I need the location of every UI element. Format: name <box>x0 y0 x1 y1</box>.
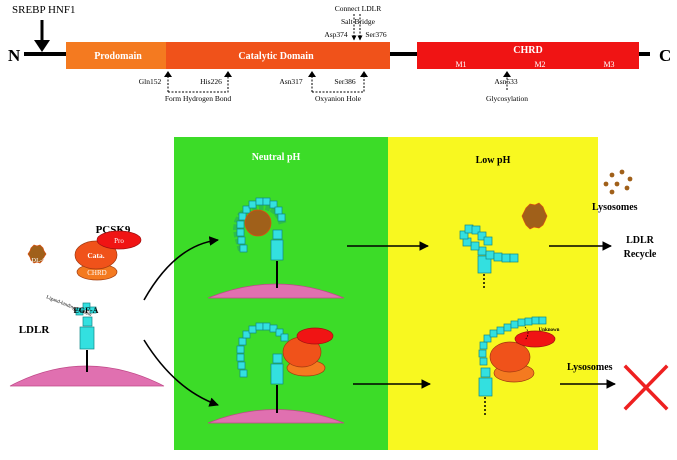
chrd-label: CHRD <box>513 45 542 56</box>
legend-prodomain-shape <box>96 230 142 250</box>
ldlr-body <box>270 239 284 261</box>
oxyanion-arrowheads <box>308 71 368 77</box>
unknown-interaction-line <box>524 326 529 341</box>
pcsk9-prodomain <box>296 327 334 345</box>
neutral-bottom-complex <box>207 322 345 424</box>
asn533-label: Asn533 <box>494 77 518 86</box>
unknown-label: Unknown <box>539 328 560 333</box>
glycosylation-label: Glycosylation <box>486 94 528 103</box>
catalytic-domain-label: Catalytic Domain <box>238 51 314 62</box>
legend-cata-label: Cata. <box>87 251 104 260</box>
neutral-ph-label: Neutral pH <box>252 152 301 163</box>
ser386-label: Ser386 <box>334 77 355 86</box>
legend-lbd-box <box>89 306 97 314</box>
egfa-label: EGF-A <box>74 306 99 315</box>
asn317-label: Asn317 <box>279 77 303 86</box>
ldlr-label: LDLR <box>19 324 51 336</box>
n-terminus-label: N <box>8 46 21 65</box>
blocked-x-icon <box>623 364 669 411</box>
arrow-to-neutral-bottom <box>143 339 219 407</box>
pcsk9-prodomain <box>514 330 556 348</box>
prodomain-label: Prodomain <box>94 51 142 62</box>
m2-label: M2 <box>534 60 545 69</box>
regulator-arrow-head <box>34 40 50 52</box>
legend-egfa-domain <box>82 316 93 327</box>
lysosomes-top-label: Lysosomes <box>592 202 638 213</box>
low-ph-panel <box>388 137 598 450</box>
ser376-label: Ser376 <box>365 30 386 39</box>
catalytic-domain-block <box>166 42 390 69</box>
m3-label: M3 <box>603 60 614 69</box>
bound-ldl-c <box>244 209 272 237</box>
ldl-c-label: LDL-C <box>27 257 46 264</box>
chrd-block <box>417 42 639 69</box>
egfa-domain <box>272 229 283 240</box>
domain-structure: SREBP HNF1 N C Prodomain Catalytic Domai… <box>8 4 671 103</box>
glycosylation-arrowhead <box>503 71 511 77</box>
low-top-complex <box>459 224 519 290</box>
ldlr-ligand-binding-boxes <box>236 322 289 378</box>
pcsk9-legend: PCSK9 Pro Cata. CHRD <box>74 224 142 281</box>
salt-bridge-label: Salt Bridge <box>341 17 376 26</box>
ldlr-recycle-label-2: Recycle <box>624 249 657 260</box>
c-terminus-label: C <box>659 46 671 65</box>
ldlr-ligand-binding-boxes <box>236 197 286 253</box>
lysosomes-bottom-label: Lysosomes <box>567 362 613 373</box>
legend-catalytic-shape <box>74 240 118 270</box>
m1-label: M1 <box>455 60 466 69</box>
ldlr-ligand-binding-boxes <box>459 224 519 263</box>
membrane-neutral-bottom <box>207 409 345 424</box>
neutral-top-complex <box>207 197 345 299</box>
legend-ldlr-body <box>79 326 95 350</box>
egfa-domain <box>480 367 491 378</box>
ldlr-body <box>477 255 492 274</box>
gln152-label: Gln152 <box>139 77 162 86</box>
ldl-c-to-lysosome <box>521 202 548 230</box>
ldlr-ligand-binding-boxes <box>478 316 547 366</box>
ldlr-body <box>478 377 493 397</box>
oxyanion-label: Oxyanion Hole <box>315 94 362 103</box>
egfa-domain <box>272 353 283 364</box>
pcsk9-catalytic <box>489 341 531 373</box>
legend-lbd-box <box>75 307 84 316</box>
low-bottom-complex: Unknown <box>478 316 560 415</box>
his226-label: His226 <box>200 77 222 86</box>
membrane-neutral-top <box>207 283 345 299</box>
ldlr-body <box>270 363 284 385</box>
connect-ldlr-label: Connect LDLR <box>335 4 381 13</box>
ldlr-legend: Ligand-binding Domain EGF-A LDLR <box>9 295 165 387</box>
degraded-fragments <box>603 169 633 195</box>
ldlr-recycle-label-1: LDLR <box>626 235 655 246</box>
legend-lbd-box <box>82 302 91 311</box>
hbond-label: Form Hydrogen Bond <box>165 94 231 103</box>
legend-pro-label: Pro <box>114 237 124 245</box>
regulators-label: SREBP HNF1 <box>12 4 75 16</box>
asp374-label: Asp374 <box>324 30 348 39</box>
legend-chrd-label: CHRD <box>87 269 106 277</box>
hbond-arrowheads <box>164 71 232 77</box>
arrow-to-neutral-top <box>143 236 219 301</box>
ldl-c-particle: LDL-C <box>27 244 47 264</box>
prodomain-block <box>66 42 168 69</box>
low-ph-label: Low pH <box>476 155 511 166</box>
legend-membrane <box>9 365 165 387</box>
